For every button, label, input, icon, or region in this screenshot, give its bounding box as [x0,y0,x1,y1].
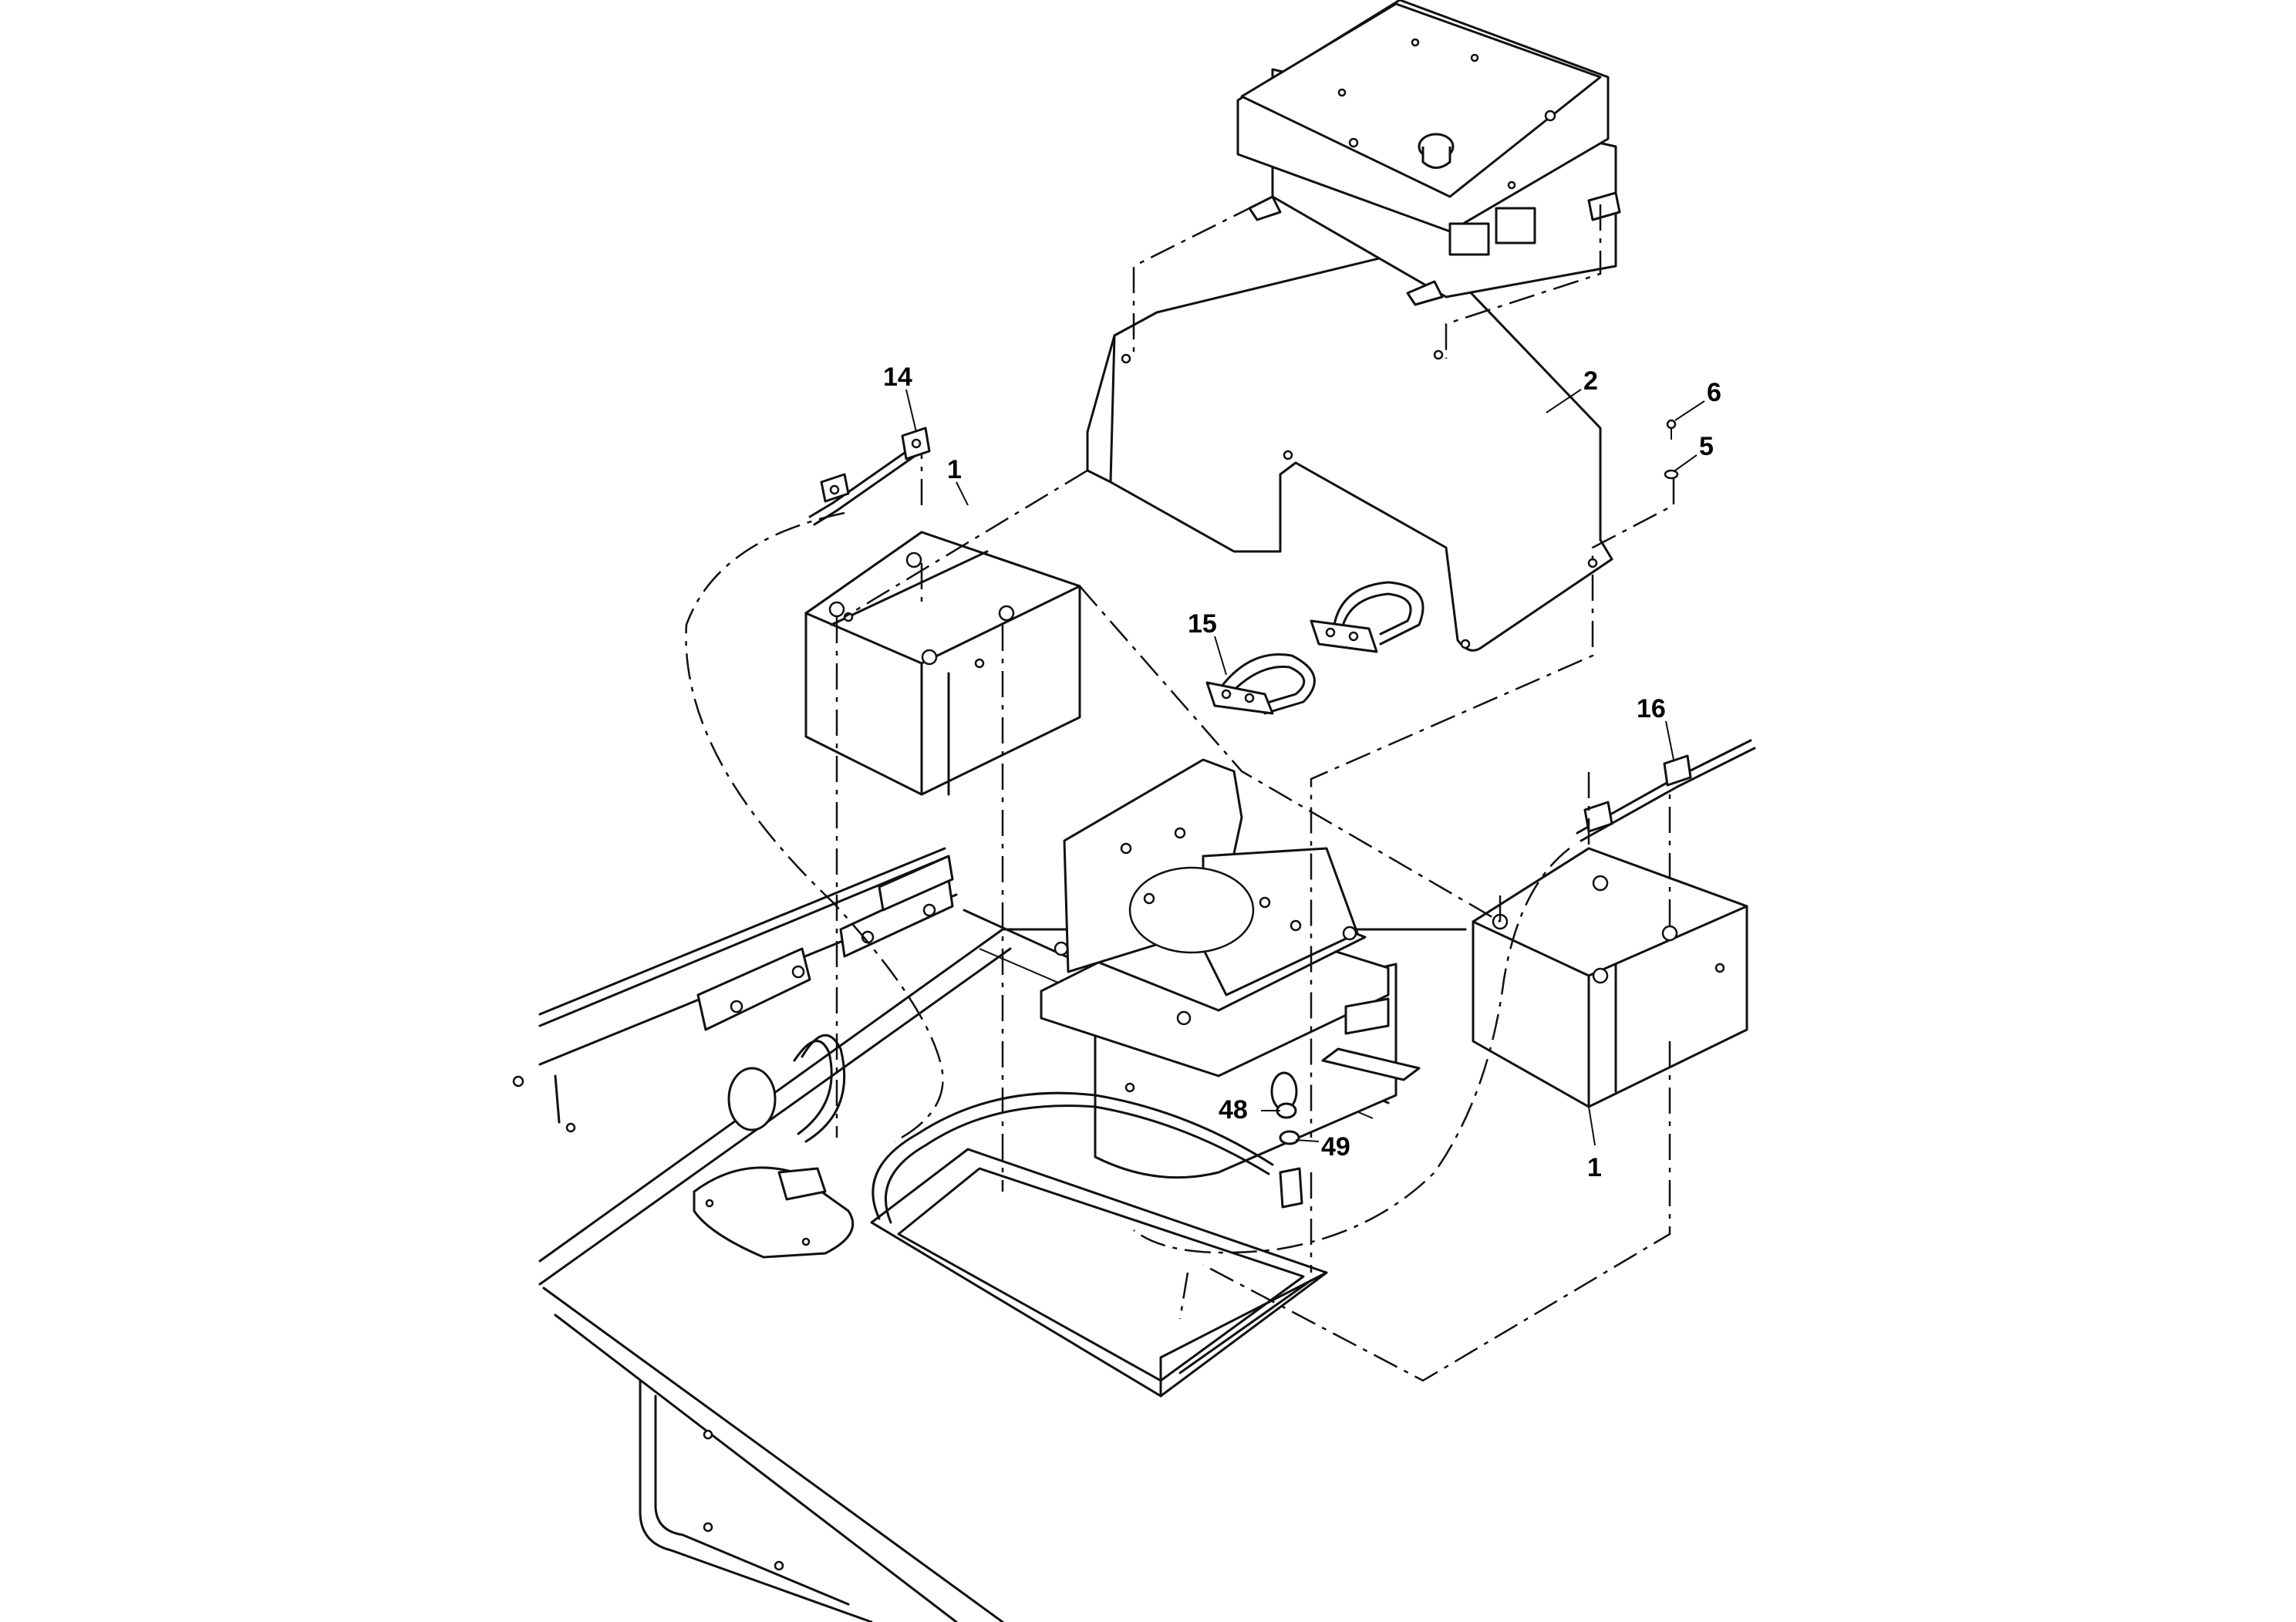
callout-49: 49 [1321,1132,1350,1162]
controller-box [1236,0,1621,306]
junction-box [693,1166,855,1259]
callout-16: 16 [1637,694,1666,723]
callout-48: 48 [1219,1095,1248,1125]
callout-6: 6 [1707,378,1721,407]
battery-right [1472,847,1748,1108]
pedestal-mount [1040,758,1397,1179]
callout-14: 14 [883,363,912,392]
cable-14 [808,427,931,526]
callout-2: 2 [1583,366,1598,396]
cable-15b [1310,581,1424,653]
callout-5: 5 [1699,432,1714,461]
top-cover-plate [1086,245,1613,652]
callout-labels: 14 1 2 6 5 15 16 48 49 1 [883,363,1721,1182]
left-channel-rail [512,847,958,1133]
small-bracket [1321,1047,1421,1081]
cable-16 [1576,739,1756,842]
battery-tray [870,1148,1328,1398]
frame-round-hole [727,1067,777,1131]
main-cable [793,1034,1303,1224]
callout-15: 15 [1188,609,1217,639]
fastener-5-6 [1664,419,1679,480]
cable-15 [1205,653,1316,715]
callout-1-left: 1 [947,455,962,484]
phantom-lines [685,203,1675,1382]
battery-left [804,531,1081,796]
leader-lines [905,389,1705,1146]
callout-1-right: 1 [1587,1153,1602,1182]
small-plate [1344,997,1390,1035]
